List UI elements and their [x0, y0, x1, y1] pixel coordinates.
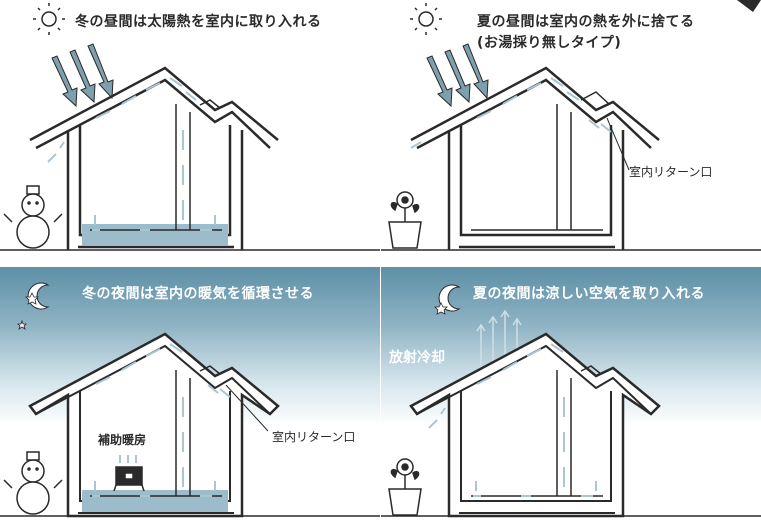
- snowman-icon: [3, 451, 63, 515]
- stove-icon: [113, 466, 145, 492]
- summer-day-title: 夏の昼間は室内の熱を外に捨てる: [477, 14, 695, 30]
- winter-night-heater-label: 補助暖房: [98, 433, 147, 447]
- airflow-arrows: [47, 77, 216, 231]
- summer-night-cooling-label: 放射冷却: [389, 350, 445, 366]
- vertical-duct: [556, 365, 602, 496]
- airflow-arrows: [92, 343, 231, 497]
- airflow-arrows: [410, 77, 612, 149]
- sun-icon: [33, 3, 65, 35]
- snowman-icon: [3, 185, 63, 249]
- panel-winter-day: 冬の昼間は太陽熱を室内に取り入れる: [0, 0, 380, 266]
- corner-arrow-icon: [737, 0, 761, 12]
- house-outline: [28, 332, 280, 518]
- panel-summer-day: 夏の昼間は室内の熱を外に捨てる (お湯採り無しタイプ) 室内リターン口: [381, 0, 761, 266]
- winter-night-house-illustration: [0, 282, 380, 518]
- vertical-duct: [175, 365, 221, 496]
- vertical-duct: [556, 91, 610, 230]
- floor-heat-zone: [82, 224, 228, 246]
- solar-ray-arrows: [51, 43, 114, 108]
- summer-day-subtitle: (お湯採り無しタイプ): [477, 35, 622, 51]
- summer-day-house-illustration: [381, 0, 761, 251]
- winter-night-title: 冬の夜間は室内の暖気を循環させる: [82, 286, 314, 302]
- winter-night-return-label: 室内リターン口: [272, 430, 356, 444]
- winter-day-title: 冬の昼間は太陽熱を室内に取り入れる: [75, 14, 322, 30]
- summer-day-return-label: 室内リターン口: [629, 165, 713, 179]
- radiative-cooling-arrows: [476, 309, 522, 375]
- airflow-arrows: [428, 343, 597, 497]
- flower-pot-icon: [388, 191, 422, 249]
- flower-pot-icon: [388, 458, 422, 516]
- return-label-leader: [225, 384, 269, 432]
- winter-day-house-illustration: [0, 3, 380, 251]
- house-outline: [410, 66, 660, 250]
- floor-heat-zone: [82, 490, 228, 512]
- house-outline: [409, 332, 661, 518]
- vertical-duct: [175, 99, 221, 230]
- summer-night-house-illustration: [381, 284, 761, 518]
- panel-winter-night: 冬の夜間は室内の暖気を循環させる 補助暖房 室内リターン口: [0, 267, 380, 532]
- house-outline: [29, 66, 279, 250]
- star-icon: [17, 292, 39, 330]
- sun-icon: [410, 3, 442, 35]
- moon-icon: [438, 284, 461, 312]
- summer-night-title: 夏の夜間は涼しい空気を取り入れる: [473, 286, 705, 302]
- solar-ray-arrows: [426, 43, 489, 108]
- star-icon: [434, 302, 448, 315]
- return-label-leader: [606, 117, 630, 171]
- panel-summer-night: 夏の夜間は涼しい空気を取り入れる 放射冷却: [381, 267, 761, 532]
